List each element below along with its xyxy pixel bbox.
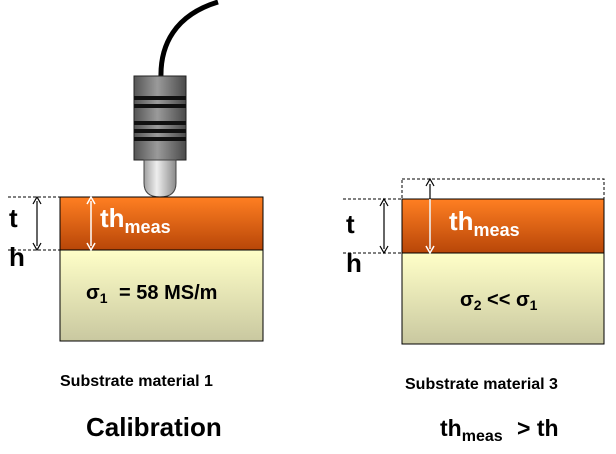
- left-t-dimension-arrow: [32, 195, 42, 252]
- probe-body: [133, 75, 187, 161]
- probe-band: [134, 137, 186, 141]
- probe-tip: [143, 159, 177, 198]
- probe-band: [134, 121, 186, 125]
- right-sigma-b: σ: [515, 289, 530, 311]
- right-sigma-a: σ: [460, 289, 474, 311]
- left-thmeas-base: th: [100, 203, 125, 233]
- right-result: thmeas > th: [440, 415, 559, 445]
- left-sigma: σ: [86, 282, 100, 304]
- right-sigma-b-index: 1: [529, 297, 538, 313]
- left-h-label: h: [9, 242, 25, 272]
- left-thmeas-label: thmeas: [100, 203, 171, 237]
- right-t-dimension-arrow: [379, 197, 389, 255]
- right-result-base: th: [440, 415, 462, 441]
- left-thmeas-sub: meas: [124, 217, 171, 237]
- left-t-label: t: [9, 203, 18, 233]
- left-coating: [59, 196, 264, 251]
- left-sigma-index: 1: [99, 290, 108, 306]
- left-sigma-label: σ1 = 58 MS/m: [86, 282, 218, 306]
- probe-band: [134, 129, 186, 133]
- left-sigma-value: = 58 MS/m: [119, 282, 218, 304]
- right-substrate: [401, 252, 605, 345]
- left-caption: Substrate material 1: [60, 373, 213, 390]
- right-h-label: h: [346, 248, 362, 278]
- left-substrate: [59, 249, 264, 342]
- right-sigma-a-index: 2: [473, 297, 482, 313]
- probe-band: [134, 96, 186, 100]
- probe-band: [134, 104, 186, 108]
- right-caption: Substrate material 3: [405, 376, 558, 393]
- right-thmeas-label: thmeas: [449, 206, 520, 240]
- probe: [133, 0, 219, 198]
- left-title: Calibration: [86, 412, 222, 442]
- right-thmeas-sub: meas: [473, 220, 520, 240]
- right-result-relation: > th: [517, 415, 559, 441]
- right-sigma-label: σ2 << σ1: [460, 289, 538, 313]
- right-t-label: t: [346, 209, 355, 239]
- right-thmeas-arrow: [425, 177, 435, 255]
- left-thmeas-arrow: [86, 195, 96, 252]
- probe-cable: [158, 0, 219, 79]
- right-result-sub: meas: [461, 428, 503, 445]
- right-sigma-op: <<: [487, 289, 511, 311]
- right-thmeas-base: th: [449, 206, 474, 236]
- right-coating: [401, 198, 605, 254]
